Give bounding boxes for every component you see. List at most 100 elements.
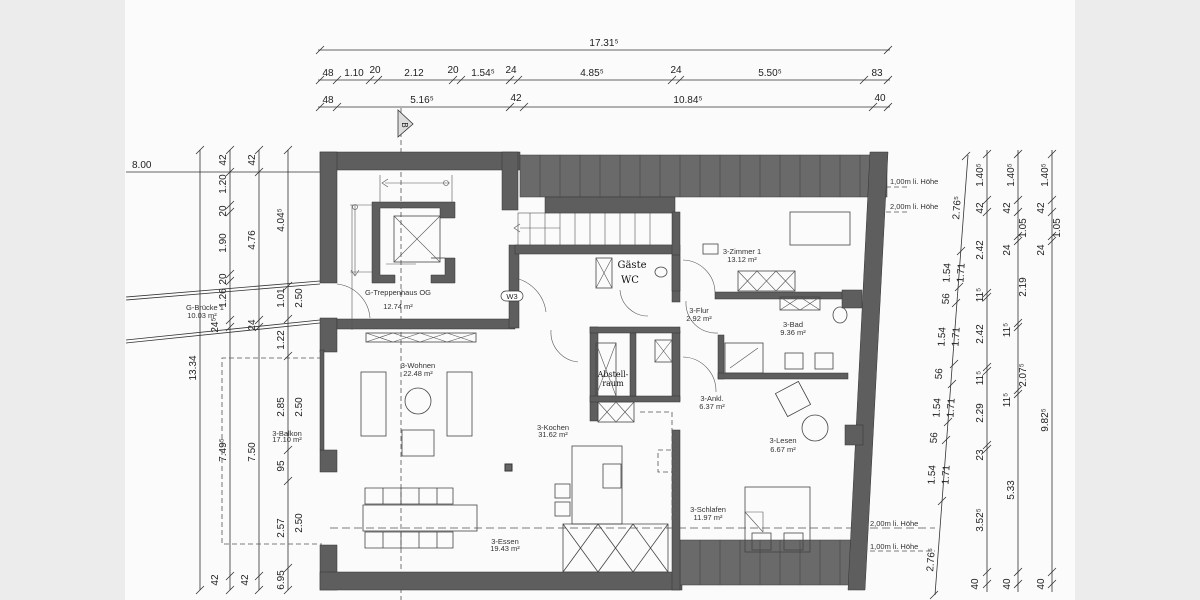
dim-right-col3: 40 xyxy=(1036,578,1047,590)
dim-right-col1: 1.40⁵ xyxy=(975,163,986,187)
walls xyxy=(319,151,889,591)
dim-left-col3: 1.22 xyxy=(276,330,287,350)
right-dimension-chain: 2.76⁵ 1.54 1.71 56 1.54 1.71 56 1.54 1.7… xyxy=(925,149,1063,600)
dim-left-col2: 7.50 xyxy=(247,442,258,462)
dim-right-col1: 23 xyxy=(975,449,986,461)
dim-top-row1: 24 xyxy=(505,65,517,76)
room-label: 3-Schlafen xyxy=(690,505,726,514)
room-label: 3-Essen xyxy=(491,537,519,546)
section-marker-label: B xyxy=(400,122,409,127)
height-note: 1,00m li. Höhe xyxy=(890,177,938,186)
dim-top-row1: 1.10 xyxy=(344,68,364,79)
dim-top-row1: 2.12 xyxy=(404,68,424,79)
dim-right-col2: 11⁵ xyxy=(1002,393,1013,408)
dim-top-row1: 20 xyxy=(369,65,381,76)
dim-left-col2: 42 xyxy=(240,574,251,586)
room-labels: G-Treppenhaus OG 12.74 m² 3-Zimmer 1 13.… xyxy=(365,247,806,553)
room-area: 12.74 m² xyxy=(383,302,413,311)
washbasin xyxy=(784,352,804,370)
room-area: 2.92 m² xyxy=(686,314,712,323)
left-dimension-chain: 8.00 13.34 42 1.20 20 1.90 20 1.26 24⁵ 7… xyxy=(126,145,322,595)
dim-top-row1: 20 xyxy=(447,65,459,76)
dim-left-col1: 1.20 xyxy=(218,174,229,194)
dim-right-col3: 9.82⁵ xyxy=(1040,408,1051,432)
dim-top-row1: 1.54⁵ xyxy=(471,68,495,79)
room-area: 19.43 m² xyxy=(490,544,520,553)
dim-left-col3: 2.85 xyxy=(276,397,287,417)
room-area: 13.12 m² xyxy=(727,255,757,264)
bathtub-shower xyxy=(724,342,764,374)
dim-right-col1: 2.42 xyxy=(975,240,986,260)
dim-right-col2: 40 xyxy=(1002,578,1013,590)
dim-right-col1: 11⁵ xyxy=(975,371,986,386)
balcony: 3-Balkon 17.10 m² xyxy=(221,357,322,545)
top-dimension-chain: 17.31⁵ 48 1.10 20 2.12 20 1.54⁵ 24 4.85⁵… xyxy=(315,38,893,112)
dim-right-slant: 1.54 xyxy=(941,262,953,283)
dim-right-col2: 1.40⁵ xyxy=(1006,163,1017,187)
dining-table xyxy=(362,504,478,532)
room-area: 6.67 m² xyxy=(770,445,796,454)
dim-right-slant: 1.54 xyxy=(926,464,938,485)
dim-left-col4: 2.50 xyxy=(294,397,305,417)
section-marker-b: B xyxy=(397,108,414,600)
doors xyxy=(336,259,719,393)
room-label-bridge: G-Brücke 1 xyxy=(186,303,224,312)
handwritten-label-storage: Abstell- xyxy=(597,370,629,379)
dim-right-slant: 56 xyxy=(929,431,941,443)
roof-slope-bottom xyxy=(679,539,853,586)
side-table xyxy=(801,414,829,442)
room-area: 31.62 m² xyxy=(538,430,568,439)
dim-left-col1: 1.90 xyxy=(218,233,229,253)
handwritten-label-wc: Gäste xyxy=(617,260,646,271)
staircase xyxy=(350,175,674,330)
armchair xyxy=(774,380,812,418)
dim-top-row1: 48 xyxy=(322,68,334,79)
dim-top-row2: 40 xyxy=(874,93,886,104)
room-area: 22.48 m² xyxy=(403,369,433,378)
room-area: 9.36 m² xyxy=(780,328,806,337)
room-label: G-Treppenhaus OG xyxy=(365,288,431,297)
room-area-balcony: 17.10 m² xyxy=(272,435,302,444)
height-note: 2,00m li. Höhe xyxy=(870,519,918,528)
toilet xyxy=(832,306,848,324)
handwritten-label-storage: raum xyxy=(602,379,624,388)
dim-right-slant: 1.71 xyxy=(955,262,967,283)
room-label: 3-Bad xyxy=(783,320,803,329)
dim-right-col3: 42 xyxy=(1036,202,1047,214)
dim-left-col3: 2.57 xyxy=(276,518,287,538)
toilet xyxy=(654,266,668,278)
dim-left-col1: 20 xyxy=(218,205,229,217)
height-note: 1,00m li. Höhe xyxy=(870,542,918,551)
door-tag-w3: W3 xyxy=(500,290,524,302)
dim-left-col1: 42 xyxy=(218,154,229,166)
paper-sheet xyxy=(125,0,1075,600)
dim-top-row2: 42 xyxy=(510,93,522,104)
room-label: 3-Flur xyxy=(689,306,709,315)
dim-right-slant: 1.54 xyxy=(936,326,948,347)
dim-right-col1: 3.52⁵ xyxy=(975,508,986,532)
dim-left-col2: 42 xyxy=(247,154,258,166)
room-label: 3-Wohnen xyxy=(401,361,435,370)
dim-right-col1: 2.29 xyxy=(975,403,986,423)
sofa xyxy=(360,371,387,437)
furniture xyxy=(360,211,851,573)
dim-top-row1: 4.85⁵ xyxy=(580,68,604,79)
cooktop xyxy=(602,463,622,489)
dimension-ticks xyxy=(315,45,893,112)
dim-left-col4: 2.50 xyxy=(294,288,305,308)
dim-right-col2: 42 xyxy=(1002,202,1013,214)
bridge-g-bruecke: G-Brücke 1 10.03 m² xyxy=(125,280,321,344)
dim-left-reference: 8.00 xyxy=(132,160,152,171)
dim-top-row1: 5.50⁵ xyxy=(758,68,782,79)
room-area: 6.37 m² xyxy=(699,402,725,411)
room-label: 3-Zimmer 1 xyxy=(723,247,761,256)
dim-left-col2: 4.76 xyxy=(247,230,258,250)
dim-right-col1: 40 xyxy=(970,578,981,590)
room-label: 3-Ankl. xyxy=(700,394,723,403)
sofa xyxy=(446,371,473,437)
dim-left-col3: 1.01 xyxy=(276,288,287,308)
washbasin xyxy=(814,352,834,370)
dim-right-col2: 24 xyxy=(1002,244,1013,256)
dim-top-row2: 10.84⁵ xyxy=(673,95,702,106)
